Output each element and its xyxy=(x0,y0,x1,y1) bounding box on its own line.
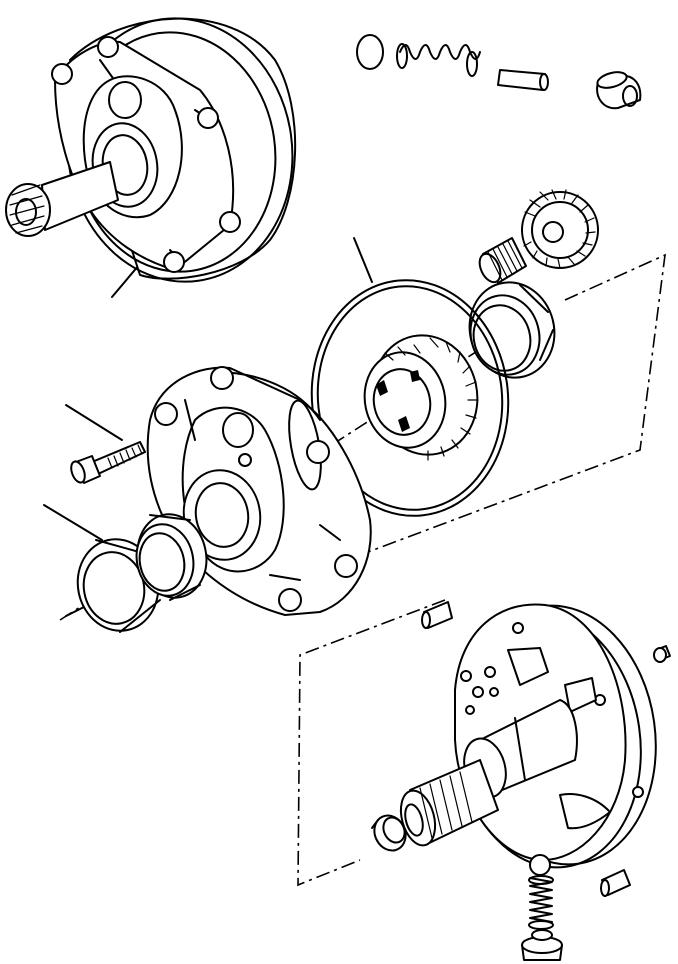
valve-plug xyxy=(521,929,563,961)
pump-housing-assembly xyxy=(5,17,297,283)
dowel-pin xyxy=(497,69,549,91)
drive-gear xyxy=(521,189,599,269)
relief-spring xyxy=(396,43,481,77)
check-ball xyxy=(356,34,384,70)
needle-bearing xyxy=(478,237,527,284)
locating-pin xyxy=(421,601,453,629)
spline-shaft-end xyxy=(5,183,51,237)
valve-ball xyxy=(529,854,551,876)
relief-valve-plug xyxy=(596,71,642,110)
valve-spring xyxy=(528,875,554,930)
mounting-bolt xyxy=(70,441,146,484)
stator-support-plate xyxy=(454,603,657,869)
leader-line-bolt xyxy=(65,404,123,441)
bleed-screw xyxy=(653,645,671,663)
o-ring xyxy=(310,279,510,517)
bearing-cup xyxy=(468,281,556,379)
leader-line-seal-ring xyxy=(43,504,103,541)
internal-gear xyxy=(363,334,479,461)
locating-pin-lower xyxy=(600,869,631,897)
output-spline-shaft xyxy=(399,759,499,847)
assembly-boundary-lower xyxy=(297,599,446,887)
leader-line-o-ring xyxy=(353,237,373,283)
bushing xyxy=(135,513,208,601)
snap-ring xyxy=(371,814,407,852)
